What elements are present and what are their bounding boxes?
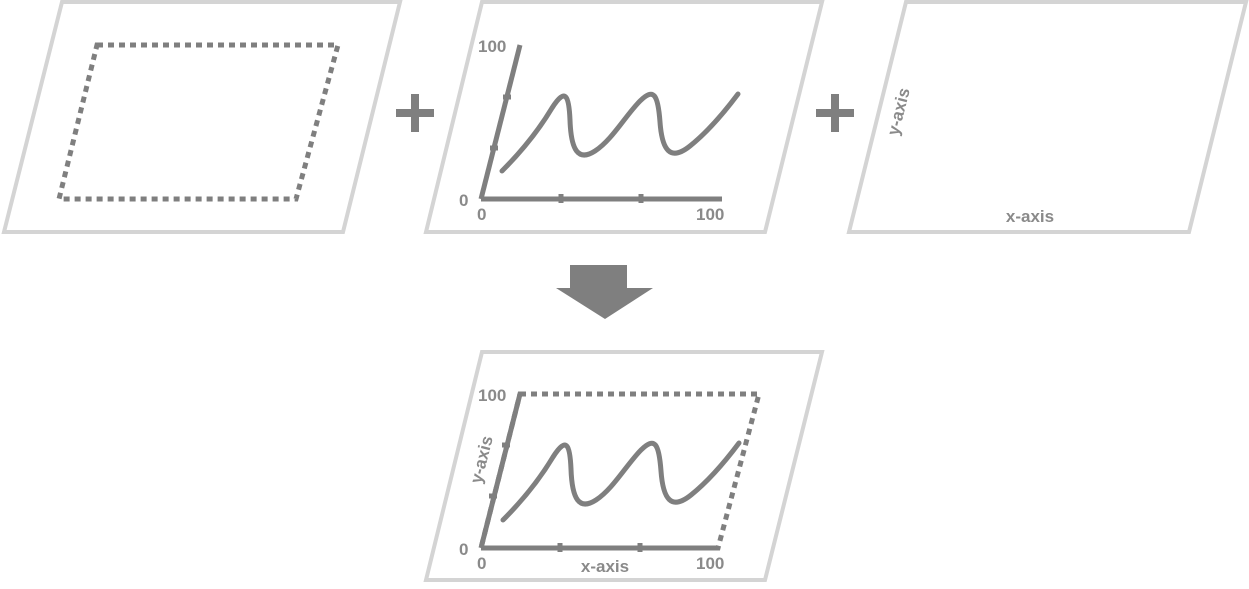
plus-icon-2 bbox=[816, 94, 854, 132]
panel-frame-border bbox=[1, 0, 403, 234]
tick-label-y-max: 100 bbox=[478, 37, 506, 56]
result-tick-label-y-min: 0 bbox=[459, 540, 468, 559]
result-tick-label-y-max: 100 bbox=[478, 386, 506, 405]
frame-dotted-box bbox=[55, 42, 342, 202]
tick-label-x-min: 0 bbox=[477, 205, 486, 224]
panel-frame bbox=[1, 0, 403, 234]
plus-icon-1 bbox=[396, 94, 434, 132]
tick-label-x-max: 100 bbox=[696, 205, 724, 224]
panel-labels: y-axis x-axis bbox=[846, 0, 1249, 234]
down-arrow-icon bbox=[556, 265, 653, 319]
x-axis-label: x-axis bbox=[1006, 207, 1054, 226]
panel-result-border bbox=[423, 350, 825, 582]
result-tick-label-x-max: 100 bbox=[696, 554, 724, 573]
tick-label-y-min: 0 bbox=[459, 191, 468, 210]
panel-labels-border bbox=[846, 0, 1249, 234]
panel-result: 100 0 0 100 y-axis x-axis bbox=[423, 350, 825, 582]
result-y-axis-line bbox=[478, 393, 523, 549]
y-axis-line bbox=[478, 44, 523, 200]
result-data-curve bbox=[500, 440, 742, 523]
result-tick-label-x-min: 0 bbox=[477, 554, 486, 573]
panel-data: 100 0 0 100 bbox=[423, 0, 825, 234]
result-x-axis-label: x-axis bbox=[581, 557, 629, 576]
data-curve bbox=[499, 91, 741, 174]
